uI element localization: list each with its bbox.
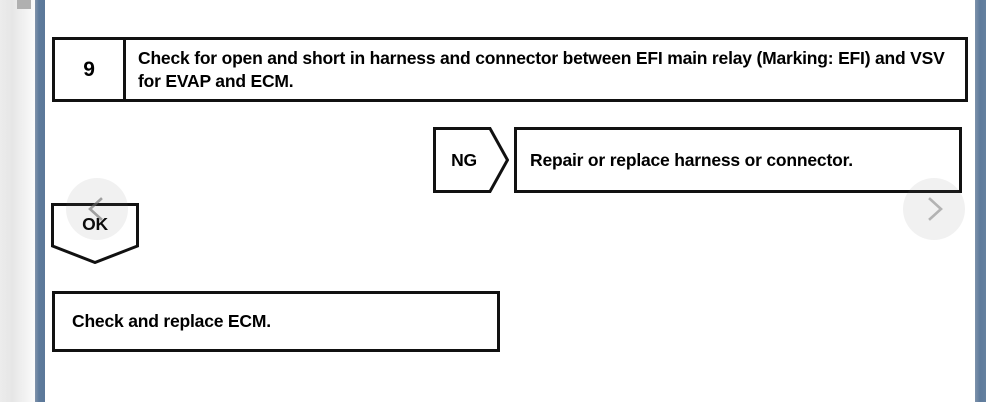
branch-result-ng-text: Repair or replace harness or connector. — [530, 149, 853, 170]
branch-result-ok-text: Check and replace ECM. — [72, 311, 271, 331]
left-gutter — [0, 0, 35, 402]
next-page-button[interactable] — [903, 178, 965, 240]
previous-page-button[interactable] — [66, 178, 128, 240]
step-instruction-text: Check for open and short in harness and … — [138, 48, 945, 91]
chevron-right-icon — [919, 194, 949, 224]
chevron-left-icon — [82, 194, 112, 224]
diagnostic-step-row: 9 Check for open and short in harness an… — [52, 37, 968, 102]
branch-marker-ng: NG — [433, 127, 509, 193]
step-instruction-cell: Check for open and short in harness and … — [126, 40, 965, 99]
branch-result-ok: Check and replace ECM. — [52, 291, 500, 352]
step-number: 9 — [83, 57, 95, 81]
page-rail-right — [975, 0, 986, 402]
document-page: 9 Check for open and short in harness an… — [45, 0, 975, 402]
branch-marker-ng-label: NG — [451, 149, 477, 170]
branch-result-ng: Repair or replace harness or connector. — [514, 127, 962, 193]
right-gutter — [986, 0, 994, 402]
scrollbar-thumb[interactable] — [17, 0, 31, 9]
step-number-cell: 9 — [55, 40, 126, 99]
page-rail-left — [35, 0, 45, 402]
